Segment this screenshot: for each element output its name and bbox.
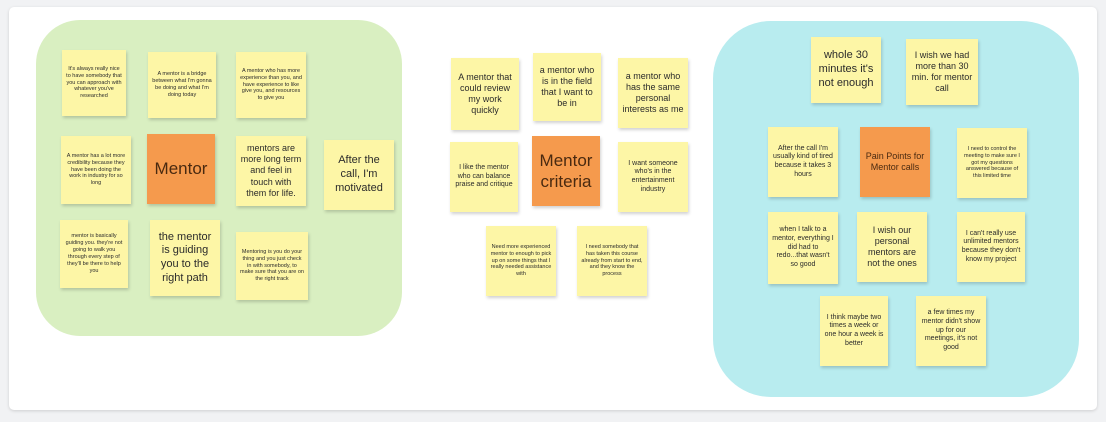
sticky-note[interactable]: I need to control the meeting to make su… (957, 128, 1027, 198)
sticky-note[interactable]: a mentor who has the same personal inter… (618, 58, 688, 128)
sticky-note[interactable]: mentor is basically guiding you. they're… (60, 220, 128, 288)
pain-points-cluster[interactable] (713, 21, 1079, 397)
sticky-note[interactable]: mentors are more long term and feel in t… (236, 136, 306, 206)
sticky-note[interactable]: Need more experienced mentor to enough t… (486, 226, 556, 296)
sticky-note[interactable]: I think maybe two times a week or one ho… (820, 296, 888, 366)
sticky-note[interactable]: a mentor who is in the field that I want… (533, 53, 601, 121)
sticky-note[interactable]: A mentor is a bridge between what I'm go… (148, 52, 216, 118)
sticky-note[interactable]: Mentoring is you do your thing and you j… (236, 232, 308, 300)
sticky-note[interactable]: I need somebody that has taken this cour… (577, 226, 647, 296)
pain-points-title-note[interactable]: Pain Points for Mentor calls (860, 127, 930, 197)
sticky-note[interactable]: I like the mentor who can balance praise… (450, 142, 518, 212)
sticky-note[interactable]: whole 30 minutes it's not enough (811, 37, 881, 103)
sticky-note[interactable]: I wish our personal mentors are not the … (857, 212, 927, 282)
sticky-note[interactable]: A mentor who has more experience than yo… (236, 52, 306, 118)
sticky-note[interactable]: I can't really use unlimited mentors bec… (957, 212, 1025, 282)
sticky-note[interactable]: After the call I'm usually kind of tired… (768, 127, 838, 197)
sticky-note[interactable]: After the call, I'm motivated (324, 140, 394, 210)
sticky-note[interactable]: A mentor that could review my work quick… (451, 58, 519, 130)
sticky-note[interactable]: a few times my mentor didn't show up for… (916, 296, 986, 366)
sticky-note[interactable]: I want someone who's in the entertainmen… (618, 142, 688, 212)
sticky-note[interactable]: It's always really nice to have somebody… (62, 50, 126, 116)
criteria-title-note[interactable]: Mentor criteria (532, 136, 600, 206)
sticky-note[interactable]: I wish we had more than 30 min. for ment… (906, 39, 978, 105)
mentor-title-note[interactable]: Mentor (147, 134, 215, 204)
sticky-note[interactable]: A mentor has a lot more credibility beca… (61, 136, 131, 204)
sticky-note[interactable]: when I talk to a mentor, everything I di… (768, 212, 838, 284)
sticky-note[interactable]: the mentor is guiding you to the right p… (150, 220, 220, 296)
